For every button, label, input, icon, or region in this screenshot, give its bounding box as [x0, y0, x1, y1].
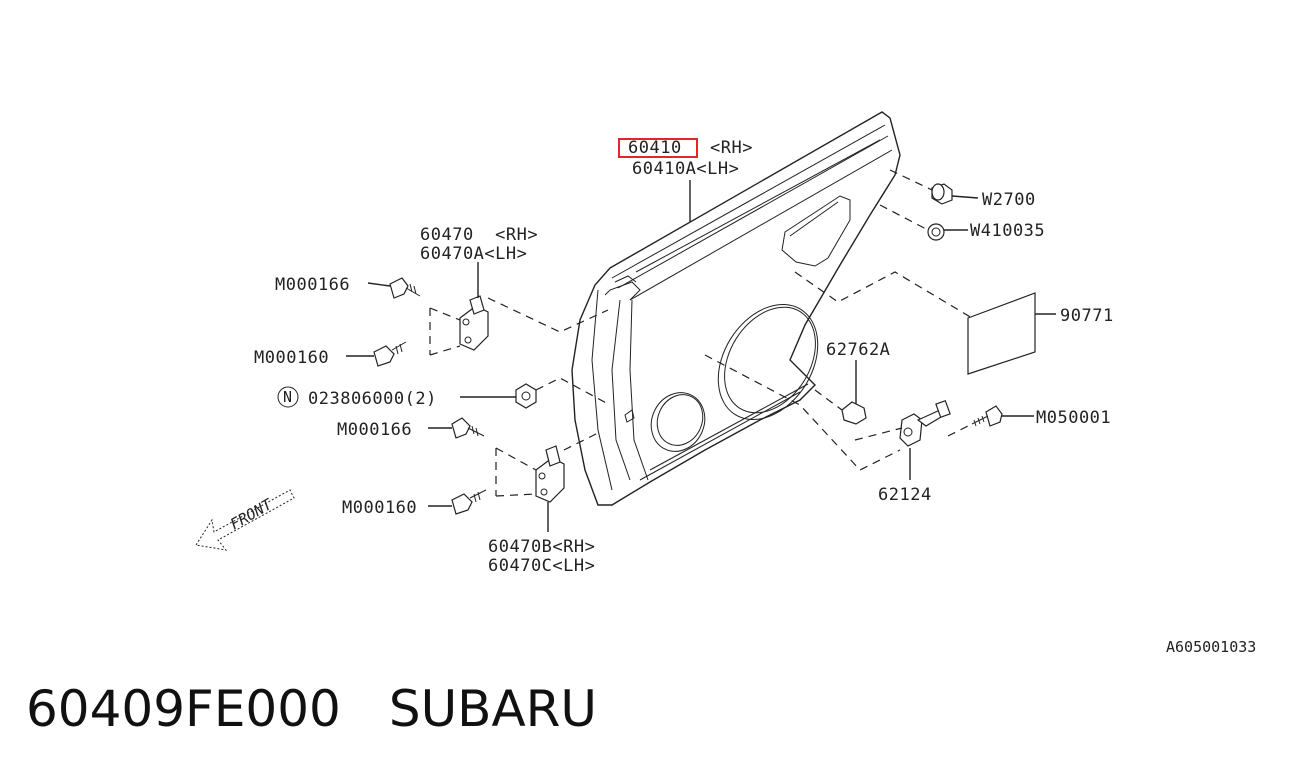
front-label: FRONT	[227, 495, 276, 534]
label-m000166-upper: M000166	[275, 275, 350, 295]
front-arrow-icon: FRONT	[195, 489, 295, 551]
door-panel	[571, 111, 901, 506]
caption-part-number: 60409FE000	[26, 680, 341, 738]
label-nut-part: 023806000(2)	[308, 389, 437, 409]
upper-hinge	[429, 262, 609, 356]
label-door-rh: 60410	[628, 138, 682, 158]
checker-62124	[704, 354, 973, 480]
part-caption: 60409FE000 SUBARU	[26, 680, 597, 738]
bolt-m000166-upper	[367, 277, 421, 299]
label-hinge-lower-lh: 60470C<LH>	[488, 556, 595, 576]
diagram-code: A605001033	[1166, 638, 1256, 656]
lower-hinge	[495, 431, 601, 532]
label-nut-symbol: N	[283, 388, 292, 406]
plug-62762a	[814, 360, 867, 425]
highlight-box	[618, 138, 698, 158]
label-m050001: M050001	[1036, 408, 1111, 428]
label-door-rh-side: <RH>	[710, 138, 753, 158]
label-hinge-lower-rh: 60470B<RH>	[488, 537, 595, 557]
label-w2700: W2700	[982, 190, 1036, 210]
bolt-m000160-lower	[428, 489, 487, 515]
label-w410035: W410035	[970, 221, 1045, 241]
caption-brand: SUBARU	[388, 680, 598, 738]
label-m000160-lower: M000160	[342, 498, 417, 518]
bolt-m000166-lower	[428, 417, 485, 439]
bolt-m000160-upper	[346, 341, 407, 367]
nut-part	[277, 377, 611, 409]
nut-n-symbol-circle	[277, 386, 299, 408]
grommet-w410035	[879, 204, 968, 241]
label-90771: 90771	[1060, 306, 1114, 326]
label-m000166-lower: M000166	[337, 420, 412, 440]
label-door-lh: 60410A<LH>	[632, 159, 739, 179]
label-hinge-upper-rh: 60470 <RH>	[420, 225, 538, 245]
bolt-m050001	[971, 405, 1034, 427]
clip-w2700	[889, 169, 979, 205]
label-62124: 62124	[878, 485, 932, 505]
label-62762a: 62762A	[826, 340, 890, 360]
label-m000160-upper: M000160	[254, 348, 329, 368]
sheet-90771	[794, 271, 1056, 375]
label-hinge-upper-lh: 60470A<LH>	[420, 244, 527, 264]
